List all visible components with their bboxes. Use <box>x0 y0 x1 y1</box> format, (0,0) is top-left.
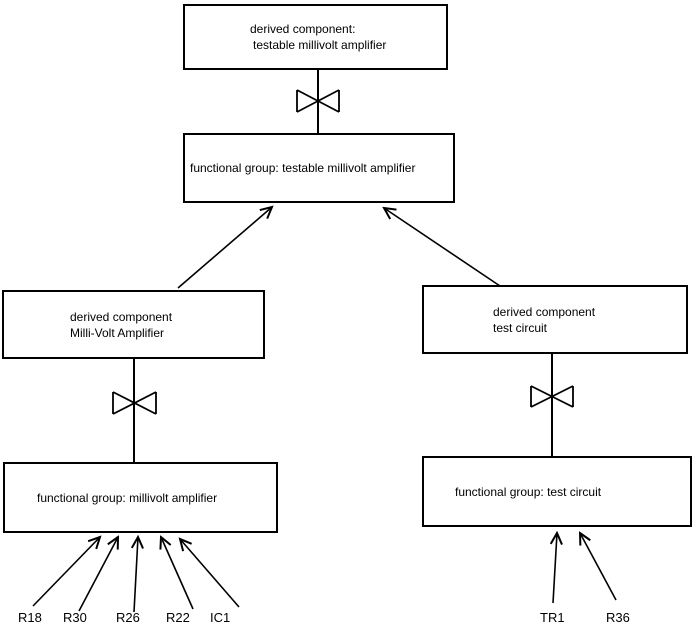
node-label-line: functional group: millivolt amplifier <box>37 490 218 505</box>
arrow-r36-to-fg-test <box>580 533 617 601</box>
node-label-line: functional group: test circuit <box>455 484 602 499</box>
component-label-tr1: TR1 <box>540 610 565 625</box>
node-label-line: testable millivolt amplifier <box>253 38 387 52</box>
node-label-line: derived component: <box>250 22 356 36</box>
node-label-line: test circuit <box>493 320 548 335</box>
arrow-tr1-to-fg-test <box>553 533 557 604</box>
component-label-r36: R36 <box>606 610 630 625</box>
bowtie-icon-right <box>530 385 574 408</box>
arrow-derived-test-to-fg-testable <box>384 208 501 287</box>
arrow-ic1-to-fg-mva <box>180 539 240 608</box>
arrow-derived-mva-to-fg-testable <box>177 207 272 289</box>
node-derived-component-test-circuit: derived component test circuit <box>422 285 688 354</box>
component-label-r22: R22 <box>166 610 190 625</box>
node-functional-group-test-circuit: functional group: test circuit <box>422 456 692 527</box>
bowtie-icon-left <box>112 391 157 415</box>
arrow-r30-to-fg-mva <box>78 537 118 612</box>
component-label-r26: R26 <box>116 610 140 625</box>
node-label-line: derived component <box>493 304 596 319</box>
arrow-r22-to-fg-mva <box>161 537 194 610</box>
node-label-line: functional group: testable millivolt amp… <box>190 161 416 175</box>
node-derived-component-milli-volt-amplifier: derived component Milli-Volt Amplifier <box>2 290 265 359</box>
node-label-line: Milli-Volt Amplifier <box>70 325 165 340</box>
arrow-r18-to-fg-mva <box>32 537 100 607</box>
node-derived-component-testable-millivolt-amplifier: derived component: testable millivolt am… <box>183 4 448 70</box>
component-label-r18: R18 <box>18 610 42 625</box>
node-functional-group-testable-millivolt-amplifier: functional group: testable millivolt amp… <box>183 133 455 203</box>
component-label-r30: R30 <box>63 610 87 625</box>
node-functional-group-millivolt-amplifier: functional group: millivolt amplifier <box>3 462 278 533</box>
arrow-r26-to-fg-mva <box>134 537 138 613</box>
bowtie-icon-top <box>296 89 340 113</box>
component-label-ic1: IC1 <box>210 610 231 625</box>
node-label-line: derived component <box>70 309 173 324</box>
